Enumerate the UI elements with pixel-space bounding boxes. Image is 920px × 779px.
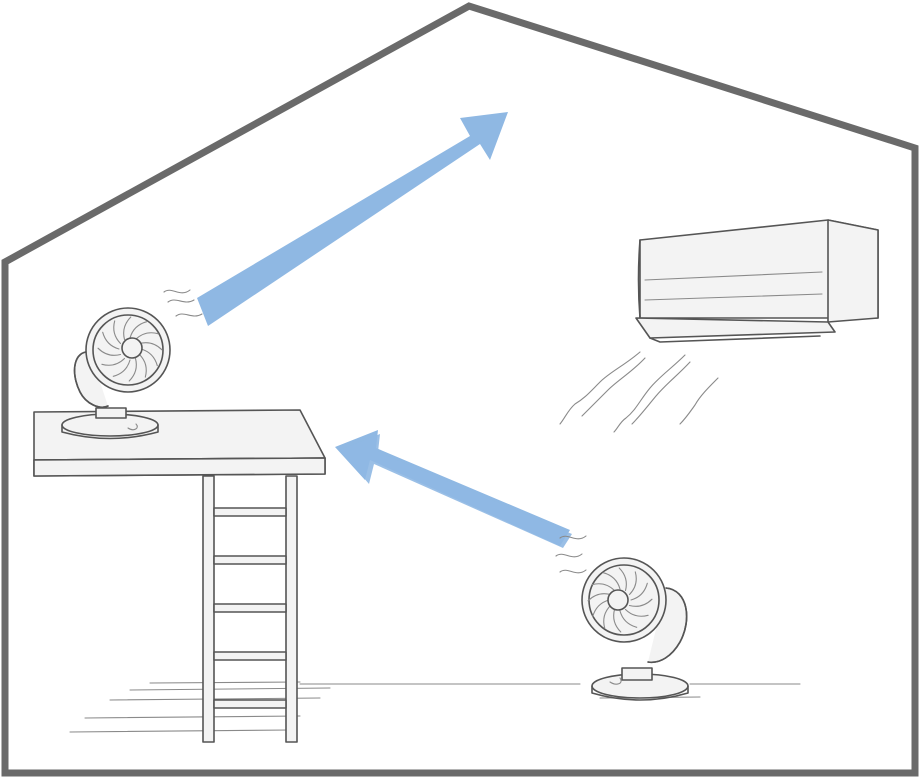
fan-blade [603, 604, 612, 629]
circulator-fan-icon-upper [61, 307, 171, 440]
breeze-lines-upper [163, 289, 203, 317]
fan-blade [618, 567, 627, 592]
ladder-icon [202, 475, 298, 743]
fan-blade [123, 316, 132, 341]
breeze-lines-lower [555, 535, 587, 574]
floor-hatching [69, 681, 801, 733]
fan-blade [630, 582, 648, 601]
fan-blade [97, 347, 122, 356]
fan-blade [602, 572, 621, 590]
fan-blade [592, 599, 610, 618]
fan-blade [102, 331, 120, 350]
fan-blade [587, 593, 612, 602]
fan-blade [591, 583, 616, 592]
ladder-rung [213, 651, 287, 661]
airflow-arrow-lower [335, 430, 572, 548]
fan-blade [619, 610, 638, 628]
fan-blade [140, 348, 158, 367]
fan-blade [628, 598, 653, 607]
ladder-rung [213, 507, 287, 517]
fan-blade [101, 357, 126, 366]
fan-blade [128, 357, 137, 382]
fan-blade [134, 332, 159, 341]
ladder-rung [213, 603, 287, 613]
air-waves-icon [559, 351, 719, 433]
fan-blade [613, 608, 622, 633]
wall-air-conditioner-icon [635, 219, 879, 343]
loft-platform-icon [33, 409, 326, 477]
ladder-rung [213, 555, 287, 565]
fan-blade [628, 571, 637, 596]
fan-blade [129, 321, 148, 339]
circulator-fan-icon-lower [581, 557, 689, 701]
airflow-arrow-upper [197, 112, 508, 326]
ladder-rung [213, 699, 287, 709]
fan-blade [113, 320, 122, 345]
fan-blade [138, 353, 147, 378]
fan-blade [624, 608, 649, 617]
fan-blade [112, 359, 131, 377]
